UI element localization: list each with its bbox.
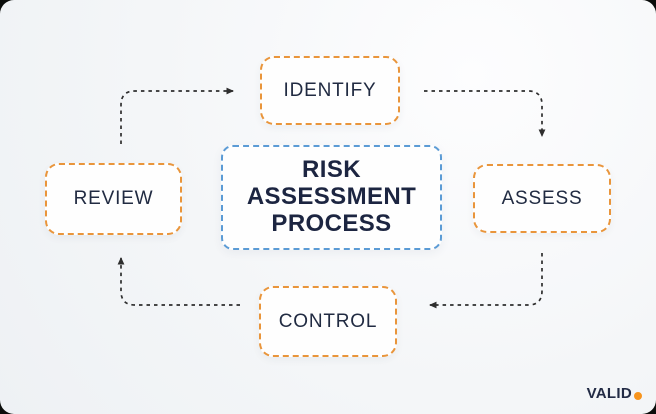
brand-logo-dot-icon bbox=[634, 391, 642, 400]
node-review-label: REVIEW bbox=[73, 188, 154, 209]
node-control: CONTROL bbox=[259, 286, 397, 357]
brand-logo-text: VALID bbox=[586, 385, 632, 402]
node-assess: ASSESS bbox=[473, 164, 611, 233]
node-assess-label: ASSESS bbox=[501, 187, 583, 209]
center-node-risk-assessment-process: RISK ASSESSMENT PROCESS bbox=[221, 145, 442, 250]
arrow-review-to-identify bbox=[120, 87, 234, 144]
brand-logo: VALID bbox=[587, 385, 642, 402]
arrow-assess-to-control bbox=[429, 253, 543, 309]
node-identify-label: IDENTIFY bbox=[283, 79, 377, 101]
node-identify: IDENTIFY bbox=[260, 56, 400, 125]
node-review: REVIEW bbox=[45, 163, 182, 235]
arrow-control-to-review bbox=[117, 257, 240, 306]
arrow-identify-to-assess bbox=[424, 90, 546, 137]
node-control-label: CONTROL bbox=[278, 310, 378, 332]
